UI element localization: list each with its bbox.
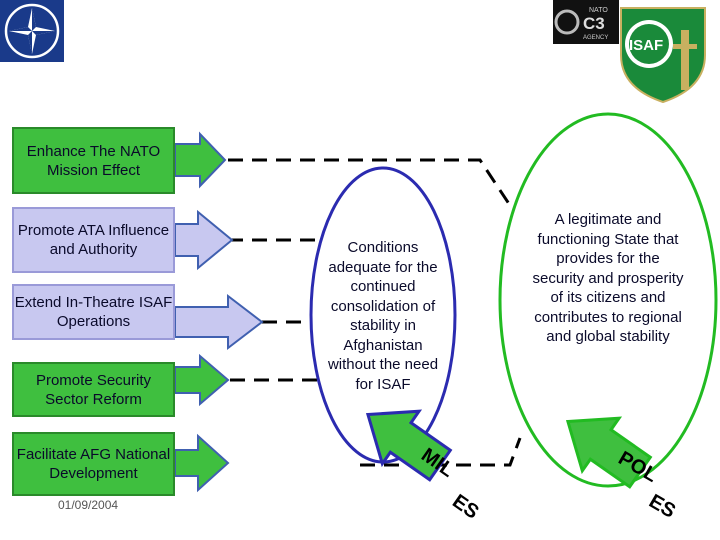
pol-es-text: ES bbox=[645, 490, 679, 522]
objective-enhance-label: Enhance The NATO Mission Effect bbox=[26, 142, 161, 179]
mil-arrow bbox=[365, 409, 453, 482]
objective-promote-ata: Promote ATA Influence and Authority bbox=[12, 207, 175, 273]
c3-nato-text: NATO bbox=[589, 7, 608, 14]
objective-facilitate-afg: Facilitate AFG National Development bbox=[12, 432, 175, 496]
objective-promote-ssr: Promote Security Sector Reform bbox=[12, 362, 175, 417]
c3-agency-logo: NATO C3 AGENCY bbox=[553, 0, 619, 44]
arrow-enhance bbox=[174, 131, 227, 189]
conditions-text: Conditions adequate for the continued co… bbox=[327, 239, 439, 393]
arrow-isaf-ops bbox=[174, 293, 264, 351]
isaf-text: ISAF bbox=[629, 37, 663, 54]
objective-isaf-ops-label: Extend In-Theatre ISAF Operations bbox=[14, 294, 173, 330]
arrow-ssr bbox=[174, 353, 230, 407]
objective-afg-label: Facilitate AFG National Development bbox=[16, 446, 171, 482]
objective-enhance-nato-mission: Enhance The NATO Mission Effect bbox=[12, 127, 175, 194]
objective-extend-isaf-ops: Extend In-Theatre ISAF Operations bbox=[12, 284, 175, 340]
end-state-text: A legitimate and functioning State that … bbox=[532, 211, 684, 345]
mil-es-text: ES bbox=[448, 490, 482, 523]
arrow-ata bbox=[174, 209, 234, 271]
nato-logo bbox=[0, 0, 64, 62]
c3-agency-text: AGENCY bbox=[583, 35, 608, 41]
isaf-logo: ISAF bbox=[620, 7, 706, 104]
objective-ata-label: Promote ATA Influence and Authority bbox=[17, 222, 170, 258]
pol-arrow bbox=[565, 416, 653, 489]
objective-ssr-label: Promote Security Sector Reform bbox=[35, 371, 152, 408]
c3-main-text: C3 bbox=[583, 14, 605, 33]
connector-top bbox=[228, 158, 527, 229]
end-state-oval bbox=[498, 112, 718, 488]
date-stamp: 01/09/2004 bbox=[58, 498, 119, 512]
c3-emblem-icon: NATO C3 AGENCY bbox=[554, 7, 608, 41]
arrow-afg bbox=[174, 433, 230, 493]
